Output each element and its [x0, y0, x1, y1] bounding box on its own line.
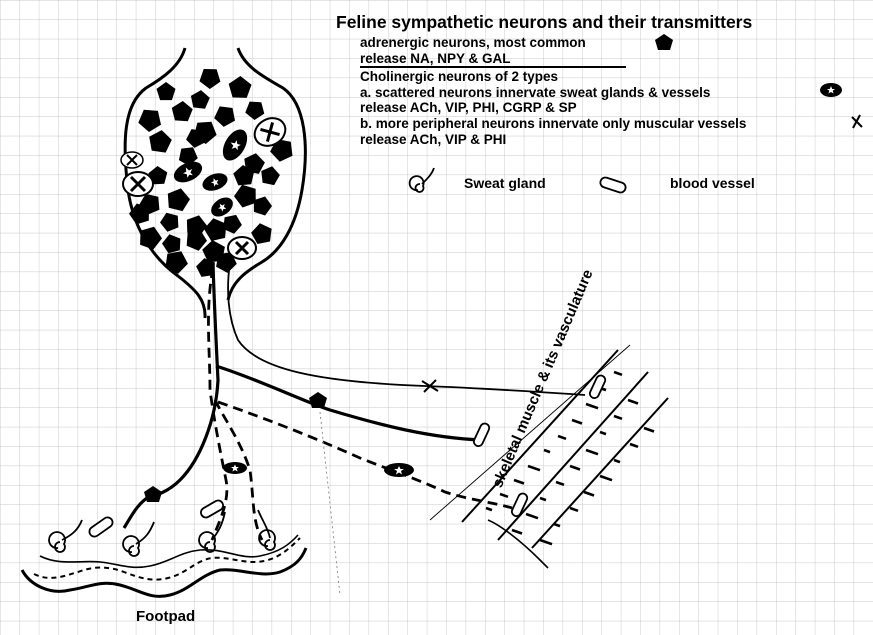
legend-adrenergic: adrenergic neurons, most common [360, 36, 586, 50]
legend-type-b: b. more peripheral neurons innervate onl… [360, 117, 746, 131]
legend-adrenergic-release: release NA, NPY & GAL [360, 52, 511, 66]
cholinergic-a-neuron-icon [820, 83, 842, 97]
footpad-label: Footpad [136, 609, 195, 624]
legend-type-a-release: release ACh, VIP, PHI, CGRP & SP [360, 101, 577, 115]
legend-blood-vessel: blood vessel [670, 176, 755, 190]
diagram-title: Feline sympathetic neurons and their tra… [336, 14, 752, 32]
legend-type-b-release: release ACh, VIP & PHI [360, 133, 506, 147]
legend-sweat-gland: Sweat gland [464, 176, 546, 190]
legend-type-a: a. scattered neurons innervate sweat gla… [360, 86, 710, 100]
legend-cholinergic: Cholinergic neurons of 2 types [360, 70, 558, 84]
